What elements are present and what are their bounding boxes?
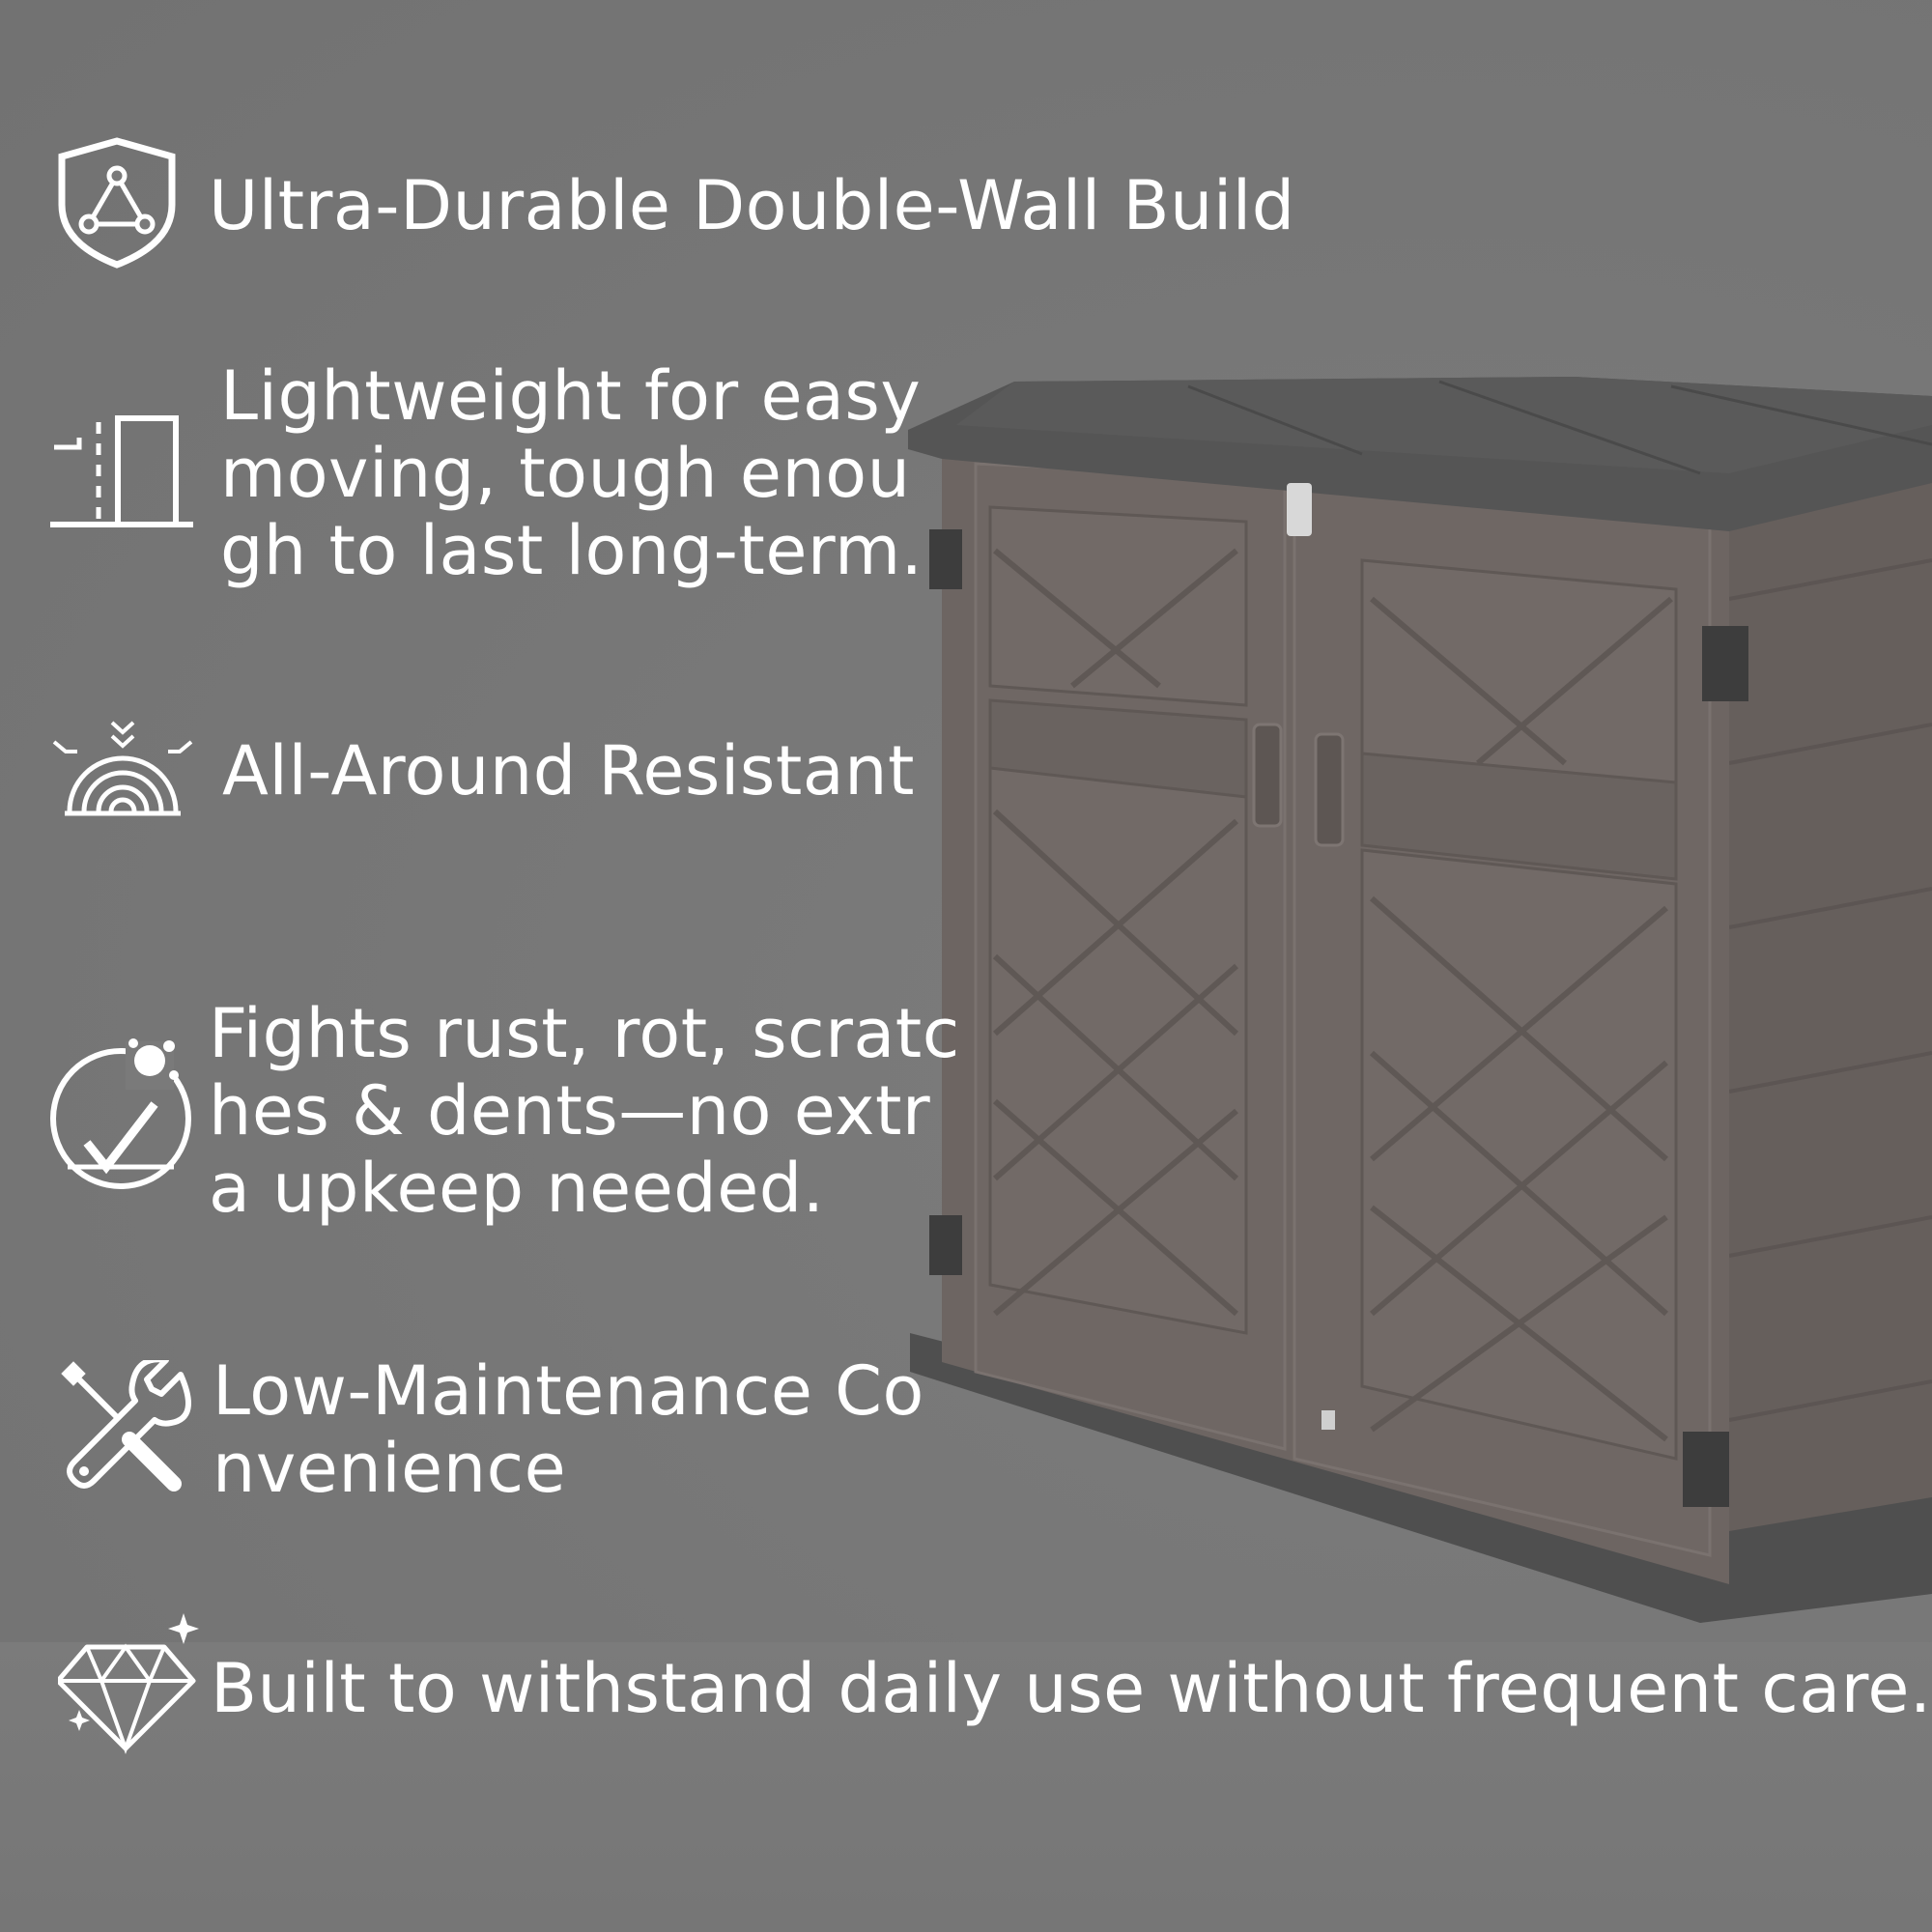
- feature-item: Lightweight for easy moving, tough enou …: [50, 357, 923, 589]
- diamond-sparkle-icon: [55, 1613, 203, 1763]
- shield-triangle-icon: [54, 135, 180, 275]
- feature-text: All-Around Resistant: [222, 730, 915, 810]
- feature-item: Fights rust, rot, scratc hes & dents—no …: [48, 995, 960, 1227]
- feature-text-line: Low-Maintenance Co: [213, 1351, 924, 1431]
- feature-text-line: Lightweight for easy: [220, 356, 922, 436]
- feature-text: Ultra-Durable Double-Wall Build: [209, 165, 1295, 245]
- feature-text: Built to withstand daily use without fre…: [211, 1648, 1932, 1728]
- feature-text-line: Fights rust, rot, scratc: [209, 994, 960, 1073]
- wrench-screwdriver-icon: [60, 1355, 195, 1500]
- feature-text-line: a upkeep needed.: [209, 1149, 825, 1228]
- feature-item: Low-Maintenance Co nvenience: [60, 1352, 924, 1507]
- feature-text-line: moving, tough enou: [220, 434, 911, 513]
- feature-item: Built to withstand daily use without fre…: [55, 1613, 1932, 1763]
- feature-text-line: hes & dents—no extr: [209, 1071, 931, 1151]
- feature-item: All-Around Resistant: [50, 715, 915, 826]
- door-lightweight-icon: [50, 409, 195, 539]
- storage-shed-image: [898, 357, 1932, 1642]
- rainbow-resistant-icon: [50, 715, 195, 826]
- feature-text-line: gh to last long-term.: [220, 511, 923, 590]
- feature-text-line: nvenience: [213, 1429, 567, 1508]
- floor: [0, 1642, 1932, 1932]
- splash-check-icon: [48, 1022, 193, 1201]
- feature-item: Ultra-Durable Double-Wall Build: [54, 135, 1295, 275]
